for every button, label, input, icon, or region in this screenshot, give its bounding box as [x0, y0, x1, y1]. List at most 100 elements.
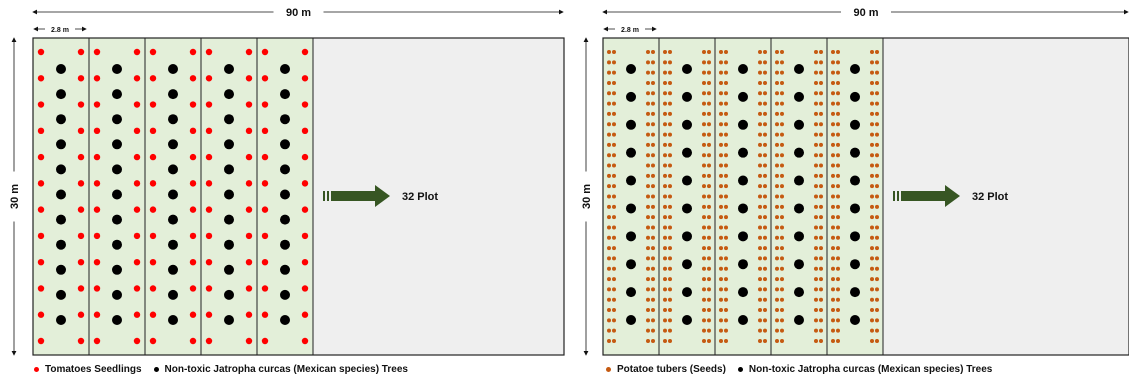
crop-plant [758, 204, 762, 209]
width-label: 90 m [853, 7, 878, 19]
crop-plant [702, 50, 706, 54]
crop-plant [819, 277, 823, 282]
legend-item: Potatoe tubers (Seeds) [606, 364, 726, 375]
crop-plant [724, 80, 728, 85]
crop-plant [831, 339, 835, 343]
crop-plant [724, 173, 728, 178]
crop-plant [758, 194, 762, 199]
crop-plant [668, 80, 672, 85]
crop-plant [763, 50, 767, 54]
crop-plant [819, 256, 823, 261]
jatropha-tree [850, 231, 860, 242]
crop-plant [819, 328, 823, 333]
crop-plant [836, 142, 840, 147]
crop-plant [875, 173, 879, 178]
jatropha-tree [112, 264, 122, 275]
jatropha-tree [850, 147, 860, 158]
crop-plant [77, 180, 85, 187]
crop-plant [875, 277, 879, 282]
crop-plant [205, 311, 213, 318]
crop-plant [819, 184, 823, 189]
crop-plant [607, 80, 611, 85]
crop-plant [205, 127, 213, 135]
crop-plant [775, 318, 779, 323]
crop-plant [763, 318, 767, 323]
crop-plant [93, 258, 101, 266]
crop-plant [814, 318, 818, 323]
crop-plant [763, 246, 767, 251]
crop-plant [205, 258, 213, 266]
crop-plant [814, 132, 818, 137]
crop-plant [612, 256, 616, 261]
crop-plant [607, 184, 611, 189]
crop-plant [663, 256, 667, 261]
crop-plant [780, 142, 784, 147]
crop-plant [612, 153, 616, 158]
orange-dot-icon [606, 366, 611, 372]
crop-plant [607, 91, 611, 96]
crop-plant [724, 235, 728, 240]
crop-plant [651, 132, 655, 137]
crop-plant [763, 60, 767, 65]
crop-plant [646, 142, 650, 147]
crop-plant [780, 287, 784, 292]
crop-plant [819, 287, 823, 292]
crop-plant [707, 339, 711, 343]
crop-plant [149, 48, 157, 56]
crop-plant [646, 287, 650, 292]
crop-plant [719, 308, 723, 313]
crop-plant [780, 318, 784, 323]
crop-plant [668, 246, 672, 251]
crop-plant [775, 266, 779, 271]
jatropha-tree [626, 91, 636, 102]
crop-plant [836, 277, 840, 282]
crop-plant [719, 297, 723, 302]
crop-plant [763, 142, 767, 147]
crop-plant [93, 311, 101, 318]
crop-plant [612, 318, 616, 323]
crop-plant [189, 311, 197, 318]
jatropha-tree [738, 231, 748, 242]
jatropha-tree [682, 64, 692, 74]
crop-plant [870, 225, 874, 230]
crop-plant [875, 111, 879, 116]
crop-plant [607, 256, 611, 261]
crop-plant [189, 232, 197, 240]
jatropha-tree [794, 231, 804, 242]
crop-plant [780, 204, 784, 209]
jatropha-tree [626, 64, 636, 74]
crop-plant [775, 70, 779, 75]
crop-plant [875, 266, 879, 271]
crop-plant [301, 48, 309, 56]
spacing-label-bg [45, 24, 75, 34]
crop-plant [814, 70, 818, 75]
crop-plant [780, 194, 784, 199]
crop-plant [189, 153, 197, 161]
crop-plant [875, 246, 879, 251]
crop-plant [651, 80, 655, 85]
crop-plant [93, 101, 101, 108]
crop-plant [707, 266, 711, 271]
crop-plant [702, 111, 706, 116]
crop-plant [870, 60, 874, 65]
crop-plant [870, 70, 874, 75]
crop-plant [651, 50, 655, 54]
crop-plant [724, 101, 728, 106]
crop-plant [607, 277, 611, 282]
crop-plant [875, 153, 879, 158]
crop-plant [261, 48, 269, 56]
crop-plant [836, 91, 840, 96]
jatropha-tree [56, 89, 66, 100]
crop-plant [651, 142, 655, 147]
crop-plant [651, 60, 655, 65]
crop-plant [724, 339, 728, 343]
crop-plant [607, 266, 611, 271]
crop-plant [607, 50, 611, 54]
crop-plant [646, 60, 650, 65]
crop-plant [702, 153, 706, 158]
crop-plant [612, 60, 616, 65]
crop-plant [875, 328, 879, 333]
crop-plant [707, 111, 711, 116]
crop-plant [831, 318, 835, 323]
crop-plant [775, 173, 779, 178]
